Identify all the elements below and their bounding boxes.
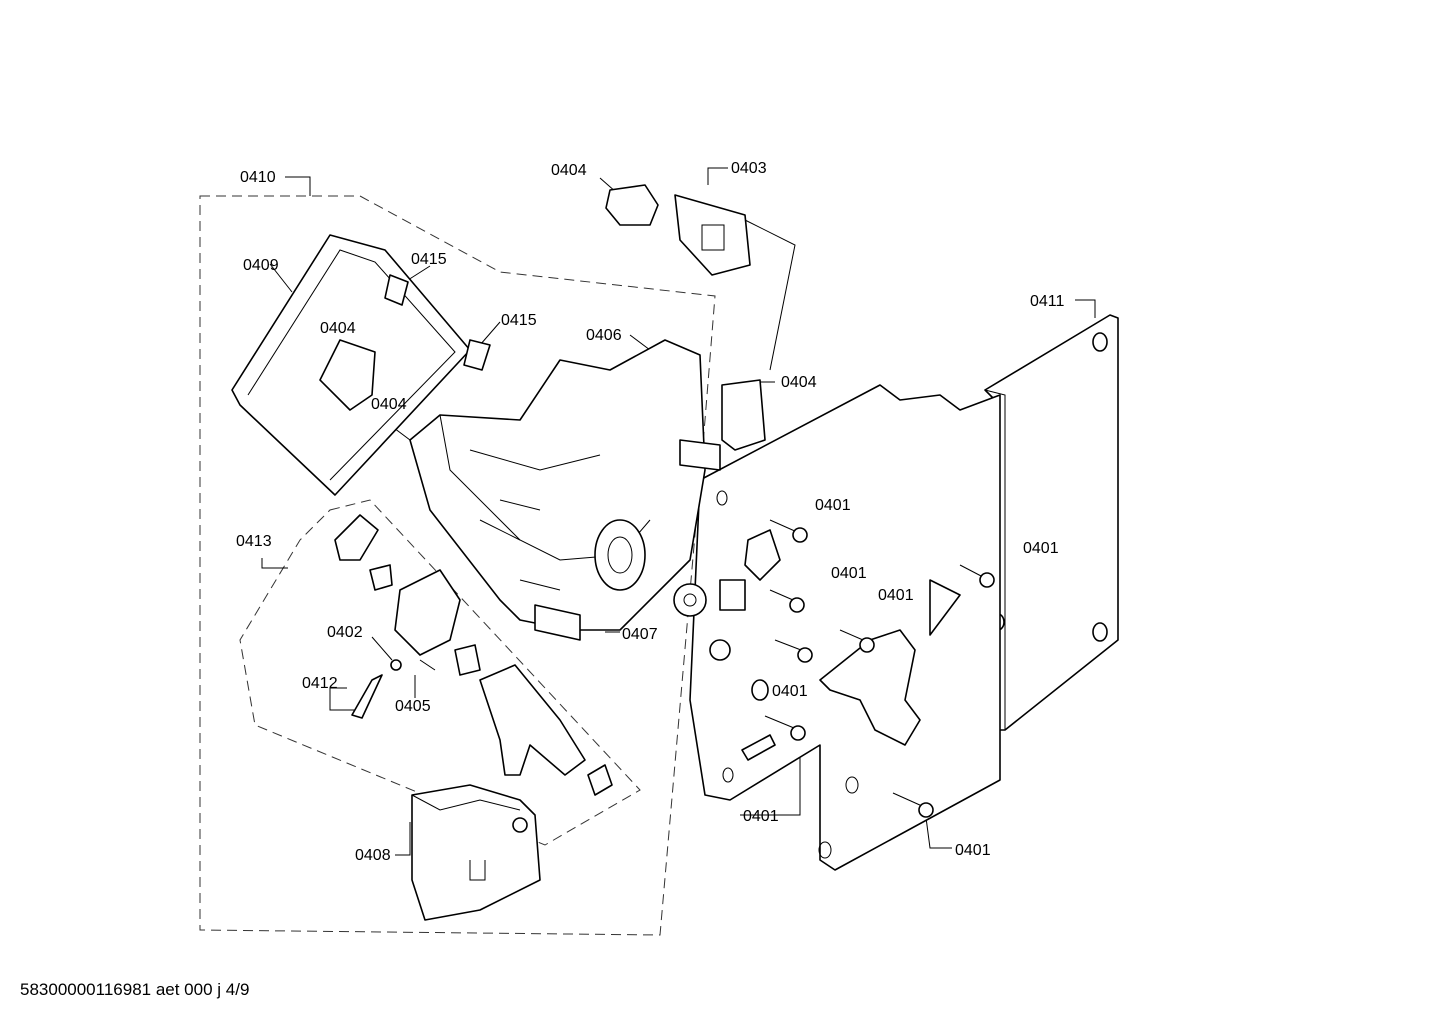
label-0406: 0406 — [586, 327, 622, 344]
part-0407-gear — [673, 583, 707, 617]
switch-wire — [744, 219, 796, 371]
label-0401-1: 0401 — [815, 497, 851, 514]
label-0415-lower: 0415 — [501, 312, 537, 329]
assembly-0410-boundary — [199, 195, 716, 936]
label-0401-3: 0401 — [831, 565, 867, 582]
label-0401-2: 0401 — [1023, 540, 1059, 557]
part-0401-screws — [764, 519, 995, 818]
part-0411-back-plate — [984, 314, 1119, 731]
part-0402-0412-0405 — [351, 659, 436, 719]
label-0413: 0413 — [236, 533, 272, 550]
label-0403: 0403 — [731, 160, 767, 177]
part-0406-valve-body — [409, 339, 721, 641]
label-0408: 0408 — [355, 847, 391, 864]
label-0404-right: 0404 — [781, 374, 817, 391]
label-0401-7: 0401 — [955, 842, 991, 859]
label-0409: 0409 — [243, 257, 279, 274]
label-0401-4: 0401 — [878, 587, 914, 604]
label-0410: 0410 — [240, 169, 276, 186]
label-0402: 0402 — [327, 624, 363, 641]
label-0415-upper: 0415 — [411, 251, 447, 268]
part-front-bracket-plate — [689, 384, 1001, 871]
label-0404-valve: 0404 — [371, 396, 407, 413]
part-0408-reservoir — [411, 784, 541, 921]
drawing-reference-number: 58300000116981 aet 000 j 4/9 — [20, 980, 250, 999]
part-0415-connectors — [384, 274, 491, 371]
label-0412: 0412 — [302, 675, 338, 692]
label-0404-box: 0404 — [320, 320, 356, 337]
part-0404-0403-switches — [605, 184, 766, 451]
label-0401-5: 0401 — [772, 683, 808, 700]
label-0401-6: 0401 — [743, 808, 779, 825]
assembly-0413-boundary — [239, 499, 641, 846]
part-0409-control-box — [231, 234, 471, 496]
label-0407: 0407 — [622, 626, 658, 643]
part-0413-subassembly — [334, 514, 613, 796]
label-0404-top: 0404 — [551, 162, 587, 179]
label-0411: 0411 — [1030, 293, 1065, 310]
label-0405: 0405 — [395, 698, 431, 715]
